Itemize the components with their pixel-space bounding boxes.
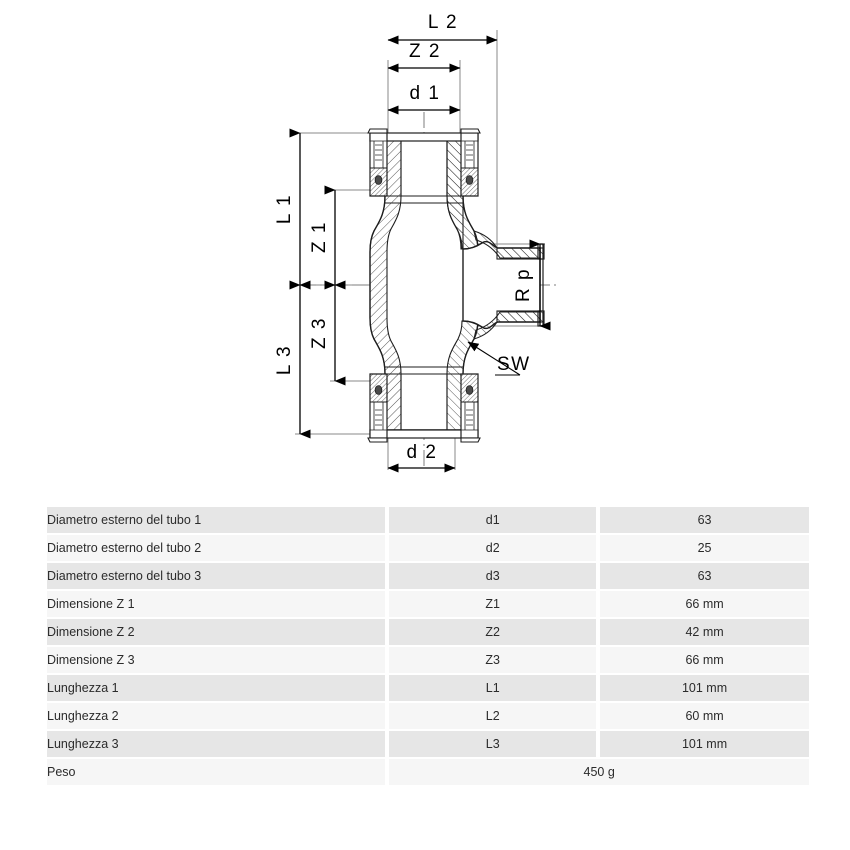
row-value: 101 mm — [600, 731, 809, 757]
row-value: 101 mm — [600, 675, 809, 701]
row-description: Lunghezza 2 — [47, 703, 386, 729]
table-row: Lunghezza 1 L1 101 mm — [47, 675, 809, 701]
row-description: Dimensione Z 2 — [47, 619, 386, 645]
row-symbol: Z1 — [389, 591, 597, 617]
column-gap — [596, 647, 601, 673]
row-value: 42 mm — [600, 619, 809, 645]
dim-label-sw: SW — [497, 354, 531, 375]
column-gap — [596, 703, 601, 729]
column-gap — [385, 591, 390, 617]
specifications-table: Diametro esterno del tubo 1 d1 63 Diamet… — [47, 505, 809, 787]
table-row: Diametro esterno del tubo 3 d3 63 — [47, 563, 809, 589]
table-row: Dimensione Z 3 Z3 66 mm — [47, 647, 809, 673]
column-gap — [596, 507, 601, 533]
column-gap — [385, 619, 390, 645]
dim-label-z1: Z 1 — [309, 221, 330, 253]
row-symbol: d3 — [389, 563, 597, 589]
row-description: Diametro esterno del tubo 3 — [47, 563, 386, 589]
tee-fitting-drawing-svg: L 2 Z 2 d 1 d 2 L 1 L 3 Z 1 Z 3 R p — [274, 12, 560, 473]
column-gap — [385, 759, 390, 785]
dimension-l1: L 1 — [274, 128, 311, 290]
column-gap — [385, 647, 390, 673]
dimension-l3: L 3 — [274, 280, 311, 439]
table-row: Lunghezza 2 L2 60 mm — [47, 703, 809, 729]
table-row: Diametro esterno del tubo 1 d1 63 — [47, 507, 809, 533]
dimension-d2: d 2 — [387, 442, 456, 473]
column-gap — [385, 563, 390, 589]
column-gap — [385, 535, 390, 561]
dim-label-rp: R p — [513, 268, 534, 302]
column-gap — [596, 563, 601, 589]
column-gap — [596, 675, 601, 701]
row-value: 60 mm — [600, 703, 809, 729]
dim-label-l1: L 1 — [274, 194, 295, 224]
annotation-sw: SW — [467, 341, 531, 376]
row-symbol: Z2 — [389, 619, 597, 645]
column-gap — [596, 731, 601, 757]
column-gap — [385, 731, 390, 757]
row-description: Lunghezza 3 — [47, 731, 386, 757]
dimension-d1: d 1 — [387, 83, 461, 115]
dim-label-d2: d 2 — [407, 442, 438, 463]
table-row: Dimensione Z 1 Z1 66 mm — [47, 591, 809, 617]
row-description: Lunghezza 1 — [47, 675, 386, 701]
press-socket-bottom — [367, 373, 481, 443]
spec-table-body: Diametro esterno del tubo 1 d1 63 Diamet… — [47, 507, 809, 785]
row-description: Diametro esterno del tubo 2 — [47, 535, 386, 561]
row-symbol: L1 — [389, 675, 597, 701]
dimension-l2: L 2 — [387, 12, 498, 45]
row-symbol: d2 — [389, 535, 597, 561]
dimension-rp: R p — [513, 239, 551, 331]
row-value: 66 mm — [600, 591, 809, 617]
fitting-body — [367, 128, 545, 443]
row-value: 63 — [600, 507, 809, 533]
weight-description: Peso — [47, 759, 386, 785]
dimension-z2: Z 2 — [387, 41, 461, 73]
dimension-z1: Z 1 — [309, 185, 346, 290]
dimension-z3: Z 3 — [309, 280, 346, 386]
weight-value: 450 g — [389, 759, 809, 785]
table-row: Dimensione Z 2 Z2 42 mm — [47, 619, 809, 645]
row-symbol: L3 — [389, 731, 597, 757]
column-gap — [385, 675, 390, 701]
dim-label-z2: Z 2 — [409, 41, 441, 62]
table-row: Diametro esterno del tubo 2 d2 25 — [47, 535, 809, 561]
dim-label-l2: L 2 — [428, 12, 458, 33]
technical-drawing: L 2 Z 2 d 1 d 2 L 1 L 3 Z 1 Z 3 R p — [274, 12, 560, 473]
row-value: 25 — [600, 535, 809, 561]
row-value: 63 — [600, 563, 809, 589]
row-description: Dimensione Z 1 — [47, 591, 386, 617]
column-gap — [596, 535, 601, 561]
column-gap — [385, 703, 390, 729]
row-value: 66 mm — [600, 647, 809, 673]
column-gap — [596, 619, 601, 645]
row-symbol: d1 — [389, 507, 597, 533]
row-description: Dimensione Z 3 — [47, 647, 386, 673]
row-description: Diametro esterno del tubo 1 — [47, 507, 386, 533]
dim-label-z3: Z 3 — [309, 317, 330, 349]
column-gap — [596, 591, 601, 617]
dim-label-l3: L 3 — [274, 345, 295, 375]
table-row: Lunghezza 3 L3 101 mm — [47, 731, 809, 757]
press-socket-top — [367, 128, 481, 197]
dim-label-d1: d 1 — [410, 83, 441, 104]
column-gap — [385, 507, 390, 533]
row-symbol: L2 — [389, 703, 597, 729]
table-row-weight: Peso 450 g — [47, 759, 809, 785]
row-symbol: Z3 — [389, 647, 597, 673]
